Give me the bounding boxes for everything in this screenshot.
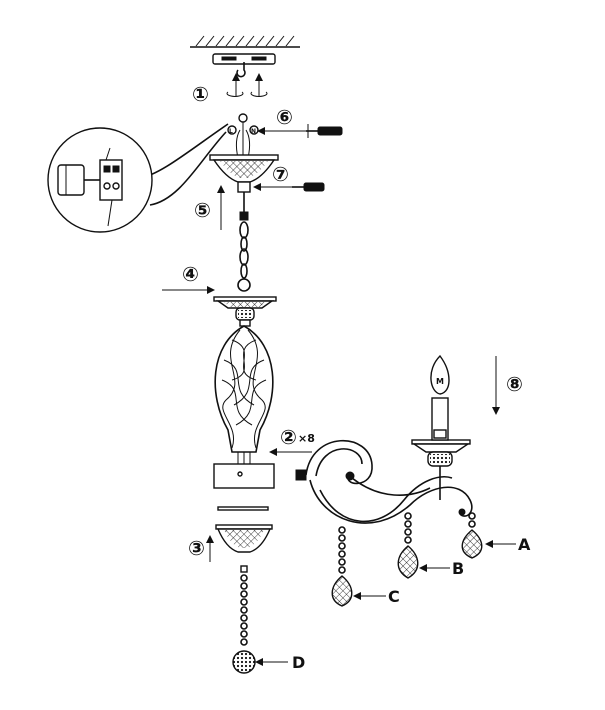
screwdriver-lower <box>253 182 325 192</box>
wiring-detail-callout <box>47 123 229 233</box>
canopy-cup <box>209 154 279 193</box>
body-housing <box>213 463 275 489</box>
step-6-label: ⑥ <box>276 105 293 129</box>
wire-marker-live: L <box>229 128 233 135</box>
bottom-ring <box>217 506 269 511</box>
crystal-pendant-b <box>397 512 419 579</box>
part-label-d: D <box>292 653 305 672</box>
step-5-label: ⑤ <box>194 198 211 222</box>
candle-bulb <box>430 354 450 441</box>
step-1-label: ① <box>192 82 209 106</box>
wire-marker-neutral: N <box>251 128 256 135</box>
step-2-quantity: ×8 <box>298 432 315 445</box>
step-2-label: ② <box>280 425 297 449</box>
part-label-a: A <box>518 535 531 554</box>
part-label-b: B <box>452 559 464 578</box>
step-3-label: ③ <box>188 536 205 560</box>
ceiling <box>190 35 300 48</box>
screwdriver-upper <box>257 124 343 138</box>
canopy-wiring <box>227 113 259 159</box>
candle-arm <box>295 439 473 524</box>
top-crown <box>213 296 277 327</box>
hanging-chain <box>237 192 251 292</box>
bottom-crystal-pendant <box>232 565 256 674</box>
mounting-bracket <box>212 53 276 97</box>
twisted-column <box>214 325 274 464</box>
crystal-pendant-a <box>461 512 483 559</box>
crystal-pendant-c <box>331 526 353 607</box>
bulb-mark: M <box>436 377 444 386</box>
step-8-label: ⑧ <box>506 372 523 396</box>
step-4-label: ④ <box>182 262 199 286</box>
bottom-bowl <box>215 524 273 553</box>
part-label-c: C <box>388 587 400 606</box>
step-7-label: ⑦ <box>272 162 289 186</box>
candle-cup <box>411 439 471 467</box>
